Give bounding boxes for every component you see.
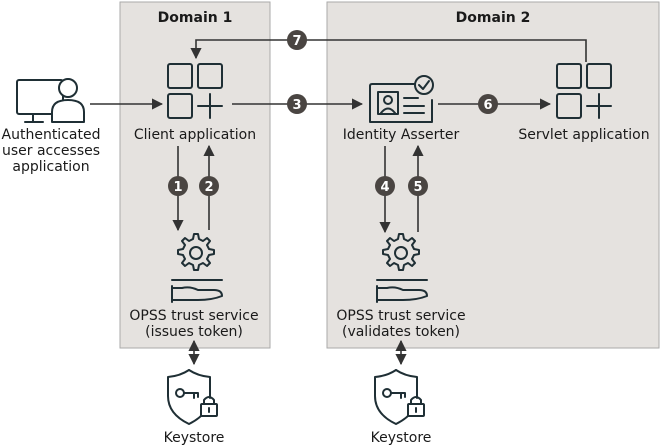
step-5-label: 5 xyxy=(413,180,422,195)
step-badge-1: 1 xyxy=(168,176,188,196)
step-badge-2: 2 xyxy=(199,176,219,196)
opss2-label-line1: OPSS trust service xyxy=(336,308,465,324)
opss1-label-line2: (issues token) xyxy=(145,324,243,340)
gear-hand-icon-opss2 xyxy=(376,233,428,303)
gear-hand-icon-opss1 xyxy=(171,233,223,303)
user-label-line3: application xyxy=(12,159,89,175)
keystore1-label: Keystore xyxy=(164,430,225,446)
identity-asserter-label: Identity Asserter xyxy=(343,127,460,143)
shield-key-lock-icon-keystore1 xyxy=(167,369,218,425)
app-grid-icon-client xyxy=(167,63,223,119)
domain1-title: Domain 1 xyxy=(158,10,233,26)
step-6-label: 6 xyxy=(483,98,492,113)
client-app-label: Client application xyxy=(134,127,256,143)
domain2-title: Domain 2 xyxy=(456,10,531,26)
shield-key-lock-icon-keystore2 xyxy=(374,369,425,425)
keystore2-label: Keystore xyxy=(371,430,432,446)
opss2-label-line2: (validates token) xyxy=(342,324,460,340)
user-computer-icon xyxy=(16,78,85,123)
step-7-label: 7 xyxy=(292,34,301,49)
step-4-label: 4 xyxy=(380,180,389,195)
app-grid-icon-servlet xyxy=(556,63,612,119)
opss1-label-line1: OPSS trust service xyxy=(129,308,258,324)
user-label-line1: Authenticated xyxy=(2,127,101,143)
id-card-check-icon xyxy=(369,75,434,123)
step-badge-7: 7 xyxy=(287,30,307,50)
user-label-line2: user accesses xyxy=(2,143,100,159)
domain2-box xyxy=(326,1,660,349)
step-badge-5: 5 xyxy=(408,176,428,196)
step-2-label: 2 xyxy=(204,180,213,195)
domain1-box xyxy=(119,1,271,349)
step-badge-3: 3 xyxy=(287,94,307,114)
step-badge-4: 4 xyxy=(375,176,395,196)
step-badge-6: 6 xyxy=(478,94,498,114)
arrow-step-7 xyxy=(190,39,587,62)
servlet-app-label: Servlet application xyxy=(518,127,649,143)
step-3-label: 3 xyxy=(292,98,301,113)
step-1-label: 1 xyxy=(173,180,182,195)
